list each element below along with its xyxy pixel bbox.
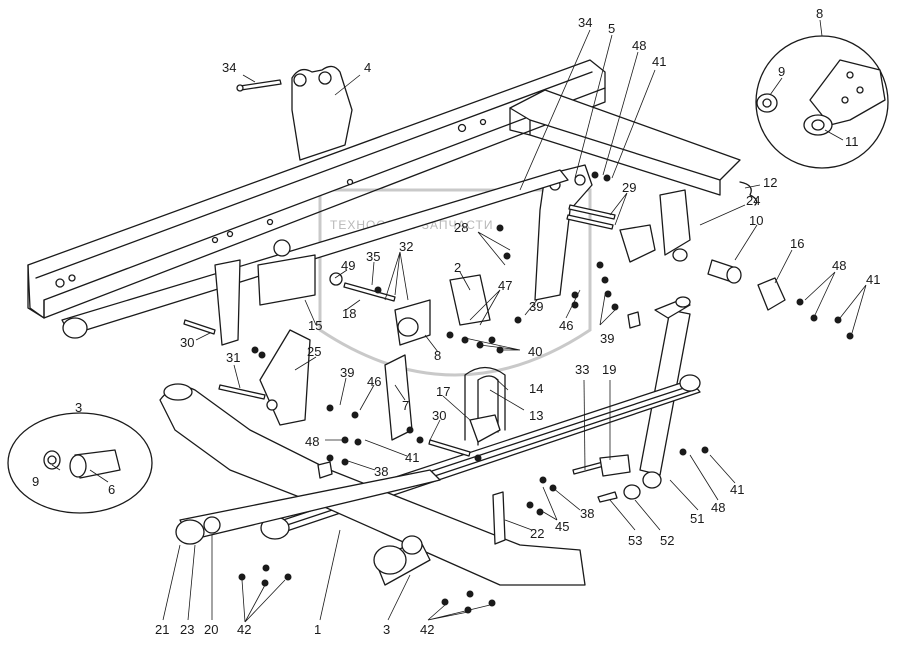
callout-8: 8: [434, 348, 441, 363]
callout-8: 8: [816, 6, 823, 21]
callout-39: 39: [340, 365, 354, 380]
callout-47: 47: [498, 278, 512, 293]
callout-34: 34: [222, 60, 236, 75]
callout-14: 14: [529, 381, 543, 396]
callout-4: 4: [364, 60, 371, 75]
callout-13: 13: [529, 408, 543, 423]
callout-9: 9: [778, 64, 785, 79]
frame-rail: [27, 59, 606, 319]
callout-51: 51: [690, 511, 704, 526]
callout-9: 9: [32, 474, 39, 489]
callout-45: 45: [555, 519, 569, 534]
callout-15: 15: [308, 318, 322, 333]
callout-7: 7: [402, 398, 409, 413]
callout-1: 1: [314, 622, 321, 637]
callout-46: 46: [367, 374, 381, 389]
callout-20: 20: [204, 622, 218, 637]
callout-21: 21: [155, 622, 169, 637]
callout-42: 42: [420, 622, 434, 637]
callout-48: 48: [711, 500, 725, 515]
callout-41: 41: [730, 482, 744, 497]
cross-member: [509, 89, 741, 196]
detail-8-circle: [755, 35, 889, 169]
balancer-beam: [159, 383, 586, 586]
callout-6: 6: [108, 482, 115, 497]
callout-30: 30: [432, 408, 446, 423]
callout-41: 41: [405, 450, 419, 465]
callout-39: 39: [529, 299, 543, 314]
callout-3: 3: [75, 400, 82, 415]
callout-41: 41: [652, 54, 666, 69]
callout-2: 2: [454, 260, 461, 275]
callout-41: 41: [866, 272, 880, 287]
callout-33: 33: [575, 362, 589, 377]
callout-40: 40: [528, 344, 542, 359]
front-spring-bracket: [291, 65, 353, 161]
small-brackets: [214, 239, 491, 346]
callout-19: 19: [602, 362, 616, 377]
callout-17: 17: [436, 384, 450, 399]
shock-bracket-assembly: [566, 181, 786, 311]
callout-42: 42: [237, 622, 251, 637]
callout-48: 48: [632, 38, 646, 53]
callout-48: 48: [832, 258, 846, 273]
callout-18: 18: [342, 306, 356, 321]
pin-34: [236, 79, 282, 92]
callout-38: 38: [374, 464, 388, 479]
callout-53: 53: [628, 533, 642, 548]
callout-35: 35: [366, 249, 380, 264]
lower-arm-right: [373, 535, 431, 586]
bolts: [183, 272, 641, 545]
callout-31: 31: [226, 350, 240, 365]
callout-labels: 34 4 34 5 48 41 8 9 11 12 29 24 10 16 48…: [32, 6, 880, 637]
callout-12: 12: [763, 175, 777, 190]
callout-22: 22: [530, 526, 544, 541]
callout-5: 5: [608, 21, 615, 36]
callout-23: 23: [180, 622, 194, 637]
callout-34: 34: [578, 15, 592, 30]
nuts: [238, 171, 854, 614]
callout-30: 30: [180, 335, 194, 350]
detail-3-circle: [7, 412, 153, 514]
callout-3: 3: [383, 622, 390, 637]
callout-16: 16: [790, 236, 804, 251]
callout-52: 52: [660, 533, 674, 548]
lower-arm-left: [175, 469, 441, 545]
callout-11: 11: [845, 134, 859, 149]
leader-lines: [51, 19, 867, 623]
callout-28: 28: [454, 220, 468, 235]
u-bolt-clamp: [464, 366, 506, 446]
callout-25: 25: [307, 344, 321, 359]
plates-25-7: [259, 329, 413, 441]
callout-32: 32: [399, 239, 413, 254]
callout-46: 46: [559, 318, 573, 333]
callout-39: 39: [600, 331, 614, 346]
callout-10: 10: [749, 213, 763, 228]
callout-38: 38: [580, 506, 594, 521]
callout-49: 49: [341, 258, 355, 273]
callout-48: 48: [305, 434, 319, 449]
callout-24: 24: [746, 193, 760, 208]
callout-29: 29: [622, 180, 636, 195]
